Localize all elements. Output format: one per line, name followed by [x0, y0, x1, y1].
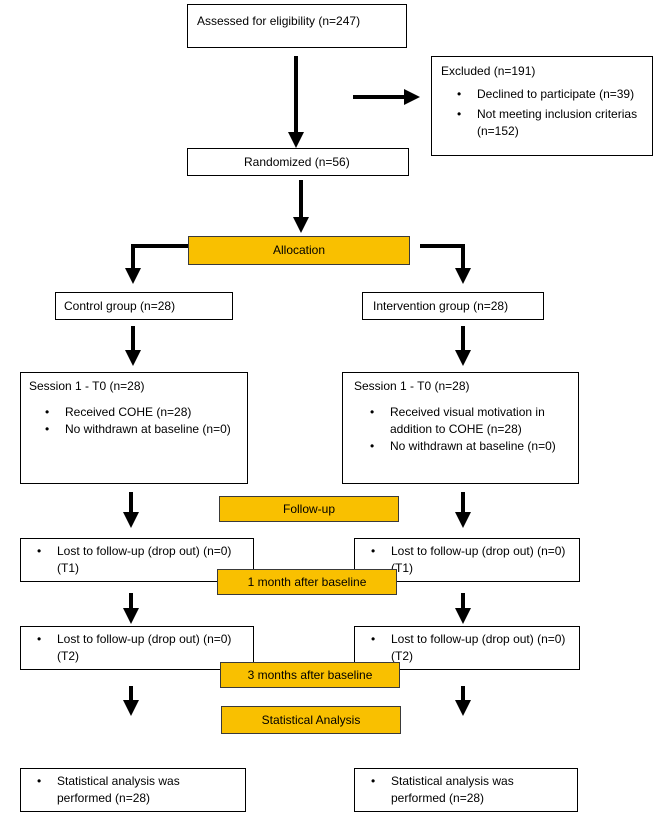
session-control-box: Session 1 - T0 (n=28) Received COHE (n=2…: [20, 372, 248, 484]
randomized-text: Randomized (n=56): [244, 155, 350, 169]
assessed-text: Assessed for eligibility (n=247): [197, 14, 361, 28]
stats-intervention-item: Statistical analysis was performed (n=28…: [355, 773, 569, 807]
intervention-group-text: Intervention group (n=28): [373, 299, 509, 313]
three-months-label: 3 months after baseline: [220, 662, 400, 688]
randomized-box: Randomized (n=56): [187, 148, 409, 176]
session-control-title: Session 1 - T0 (n=28): [29, 379, 145, 393]
t2-control-box: Lost to follow-up (drop out) (n=0) (T2): [20, 626, 254, 670]
session-control-item: No withdrawn at baseline (n=0): [29, 421, 239, 438]
session-control-item: Received COHE (n=28): [29, 404, 239, 421]
intervention-group-box: Intervention group (n=28): [362, 292, 544, 320]
session-intervention-item: No withdrawn at baseline (n=0): [354, 438, 567, 455]
control-group-text: Control group (n=28): [64, 299, 176, 313]
stats-intervention-box: Statistical analysis was performed (n=28…: [354, 768, 578, 812]
arrow-allocation-to-intervention: [420, 244, 471, 284]
stats-control-item: Statistical analysis was performed (n=28…: [21, 773, 237, 807]
t1-control-item: Lost to follow-up (drop out) (n=0) (T1): [21, 543, 245, 577]
t1-control-box: Lost to follow-up (drop out) (n=0) (T1): [20, 538, 254, 582]
statistical-analysis-label: Statistical Analysis: [221, 706, 401, 734]
allocation-label: Allocation: [188, 236, 410, 265]
t2-intervention-item: Lost to follow-up (drop out) (n=0) (T2): [355, 631, 573, 665]
stats-control-box: Statistical analysis was performed (n=28…: [20, 768, 246, 812]
assessed-box: Assessed for eligibility (n=247): [187, 4, 407, 48]
excluded-item: Not meeting inclusion criterias (n=152): [441, 106, 643, 140]
one-month-label: 1 month after baseline: [217, 569, 397, 595]
followup-label: Follow-up: [219, 496, 399, 522]
session-intervention-box: Session 1 - T0 (n=28) Received visual mo…: [342, 372, 579, 484]
session-intervention-item: Received visual motivation in addition t…: [354, 404, 567, 438]
excluded-item: Declined to participate (n=39): [441, 86, 643, 103]
control-group-box: Control group (n=28): [55, 292, 233, 320]
excluded-title: Excluded (n=191): [441, 64, 536, 78]
session-intervention-title: Session 1 - T0 (n=28): [354, 379, 470, 393]
arrow-allocation-to-control: [125, 244, 188, 284]
excluded-box: Excluded (n=191) Declined to participate…: [431, 56, 653, 156]
t2-control-item: Lost to follow-up (drop out) (n=0) (T2): [21, 631, 245, 665]
